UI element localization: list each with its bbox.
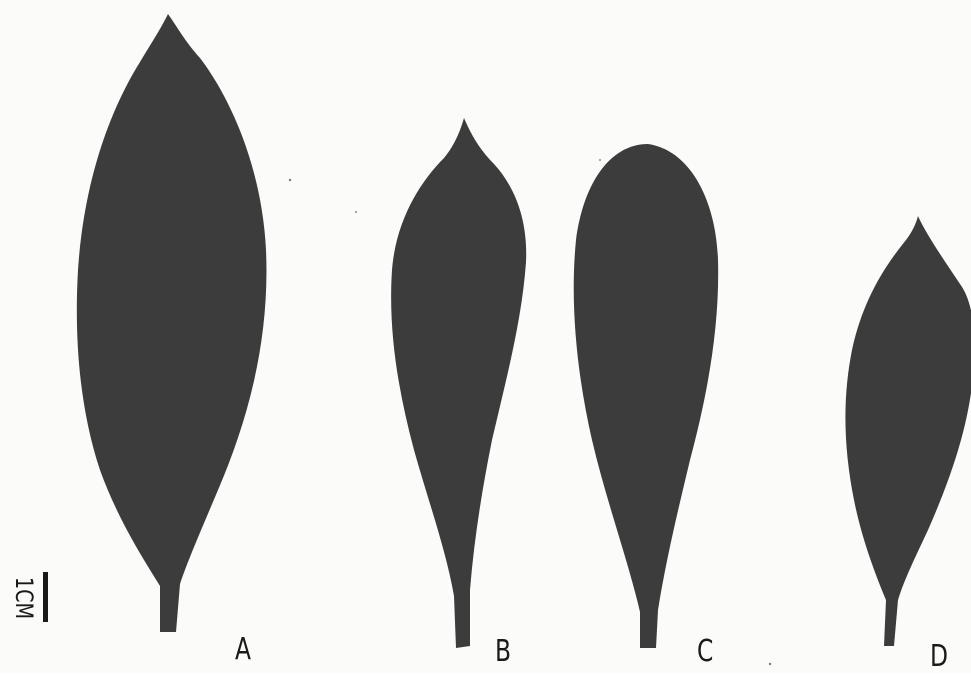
specimen-label-d: D [930,642,948,672]
leaf-a-silhouette [77,14,267,632]
speck [769,663,771,665]
leaf-c-silhouette [574,144,718,648]
specimen-label-a: A [235,635,251,665]
scale-bar-group: 1CM [9,572,49,642]
speck [355,211,357,213]
leaf-b-silhouette [391,118,526,648]
speck [599,159,601,161]
scale-bar-label: 1CM [12,572,36,625]
specimen-label-b: B [495,637,511,667]
speck [289,179,291,181]
specimen-label-c: C [697,637,713,667]
scale-bar [43,572,48,622]
leaf-d-silhouette [845,216,971,646]
